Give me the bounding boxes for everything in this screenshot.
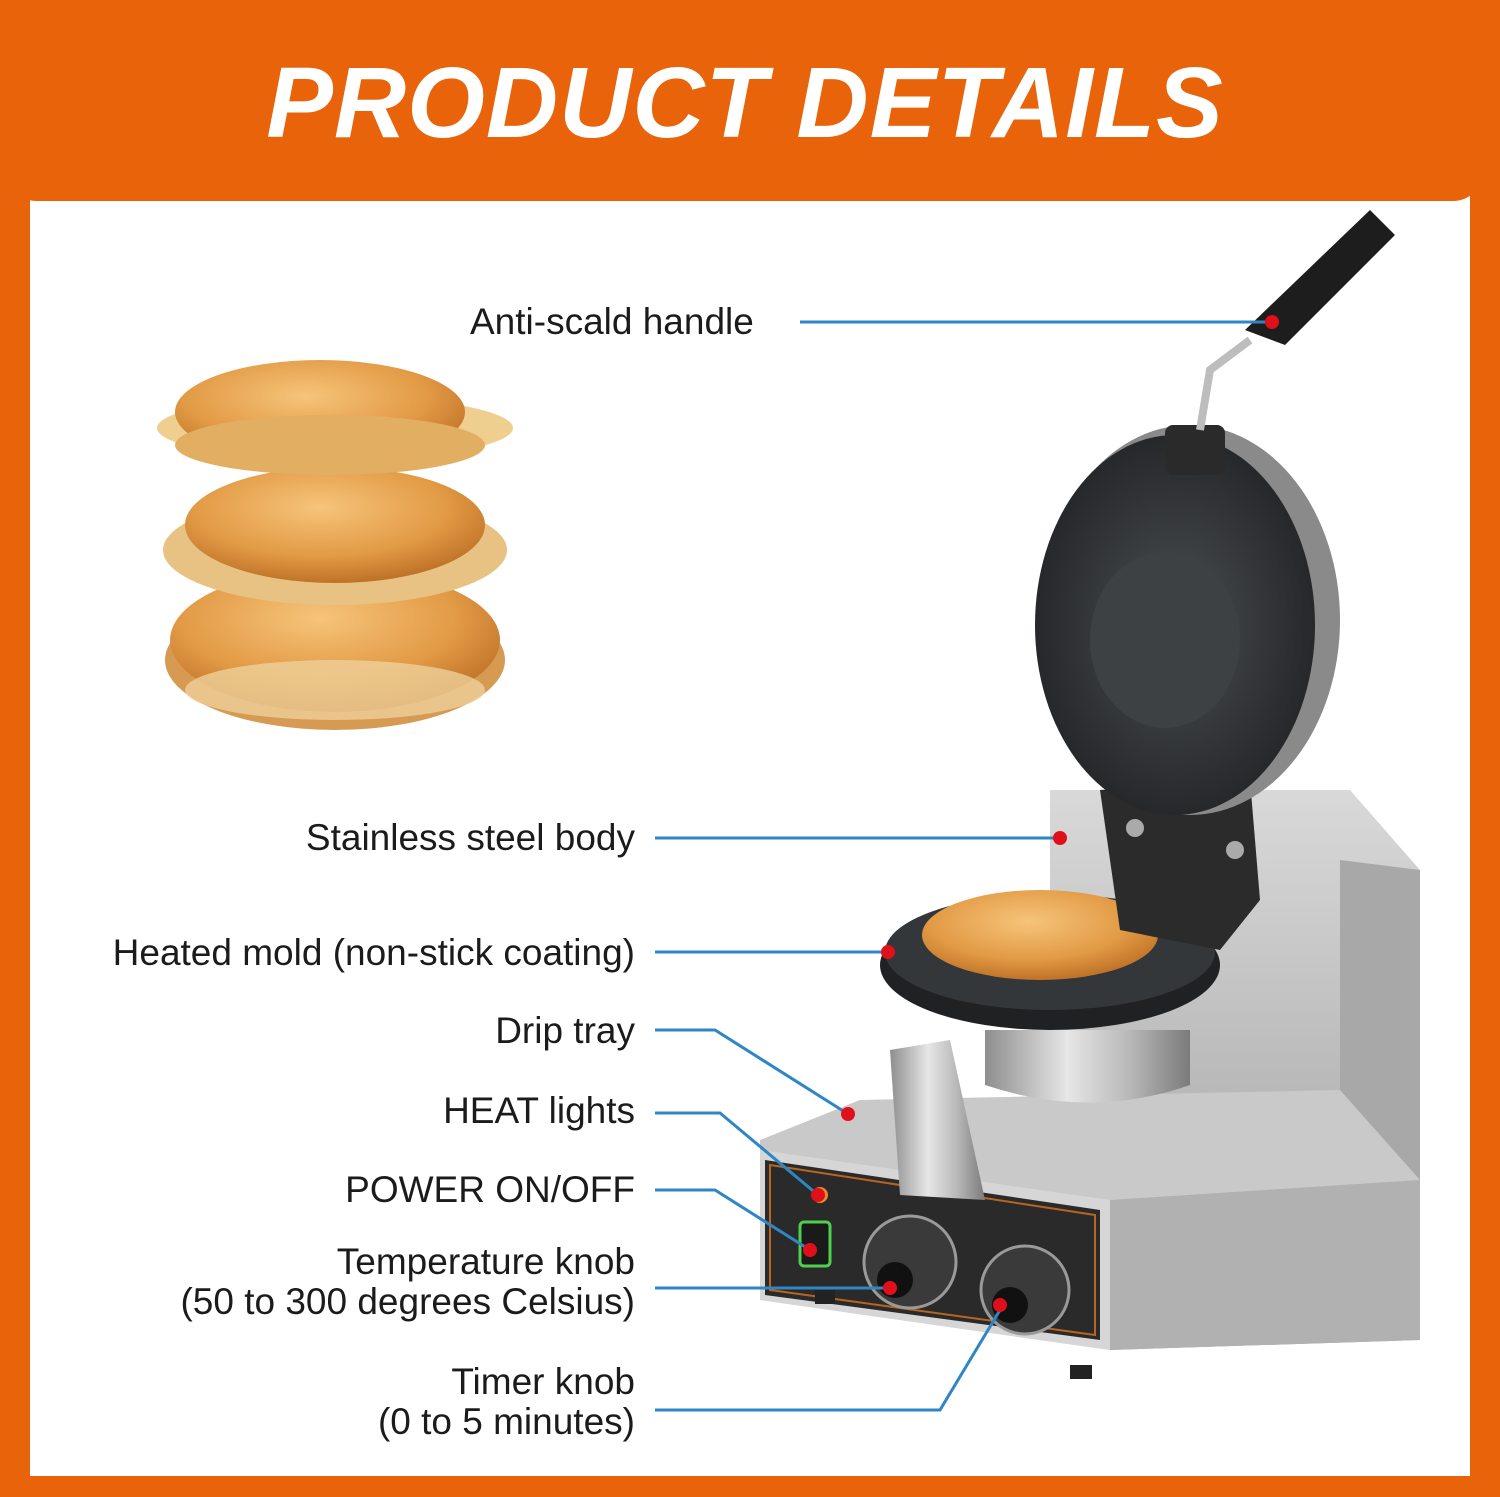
label-heated-mold: Heated mold (non-stick coating) <box>112 932 635 973</box>
label-anti-scald-handle: Anti-scald handle <box>470 301 754 342</box>
label-stainless-steel-body: Stainless steel body <box>305 817 635 858</box>
label-timer-range: (0 to 5 minutes) <box>377 1401 635 1442</box>
label-temperature-range: (50 to 300 degrees Celsius) <box>180 1281 635 1322</box>
marker-dot <box>1053 831 1067 845</box>
marker-dot <box>841 1107 855 1121</box>
marker-dot <box>1265 315 1279 329</box>
leader-drip <box>655 1028 849 1116</box>
label-timer-knob: Timer knob <box>451 1361 635 1402</box>
bun-stack-image <box>157 360 513 730</box>
marker-dot <box>883 1281 897 1295</box>
marker-dot <box>881 945 895 959</box>
page-title: PRODUCT DETAILS <box>266 46 1224 159</box>
label-heat-lights: HEAT lights <box>443 1090 635 1131</box>
leader-heat <box>655 1111 819 1197</box>
callout-markers <box>803 315 1279 1312</box>
title-banner: PRODUCT DETAILS <box>7 5 1483 201</box>
label-drip-tray: Drip tray <box>495 1010 635 1051</box>
label-temperature-knob: Temperature knob <box>336 1241 635 1282</box>
leader-timer <box>655 1309 1002 1412</box>
marker-dot <box>803 1243 817 1257</box>
marker-dot <box>993 1298 1007 1312</box>
leader-power <box>655 1188 811 1252</box>
callout-leaders <box>655 320 1272 1412</box>
label-power-on-off: POWER ON/OFF <box>345 1169 635 1210</box>
waffle-machine-image <box>760 210 1420 1379</box>
marker-dot <box>811 1188 825 1202</box>
